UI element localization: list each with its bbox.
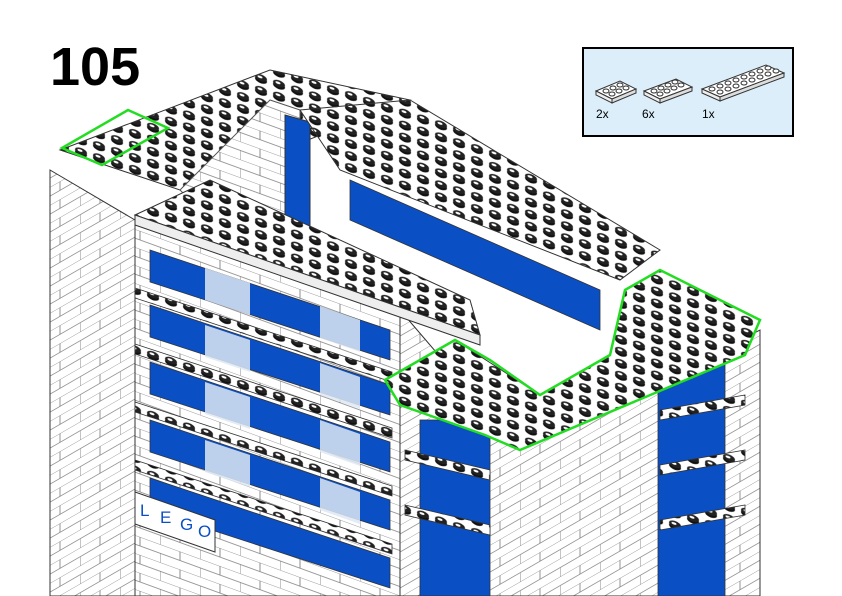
part-quantity: 2x bbox=[596, 107, 609, 121]
sign-letter: G bbox=[180, 515, 193, 534]
back-right-roof bbox=[299, 99, 661, 281]
plate-2x3-icon bbox=[594, 80, 638, 104]
left-wall bbox=[49, 169, 136, 596]
sign-letter: L bbox=[140, 501, 149, 520]
part-quantity: 1x bbox=[702, 107, 715, 121]
plate-2x8-icon bbox=[700, 64, 786, 102]
sign-letter: E bbox=[160, 508, 171, 527]
plate-2x4-icon bbox=[642, 78, 694, 104]
lego-sign: L E G O bbox=[134, 491, 216, 553]
step-number: 105 bbox=[50, 37, 141, 97]
right-window-bands bbox=[419, 359, 726, 596]
glass-panels bbox=[205, 268, 360, 524]
sign-letter: O bbox=[198, 522, 211, 541]
ledges bbox=[134, 287, 393, 555]
new-parts-highlight bbox=[59, 108, 762, 452]
part-quantity: 6x bbox=[642, 107, 655, 121]
parts-callout: 2x 6x 1x bbox=[582, 47, 794, 137]
